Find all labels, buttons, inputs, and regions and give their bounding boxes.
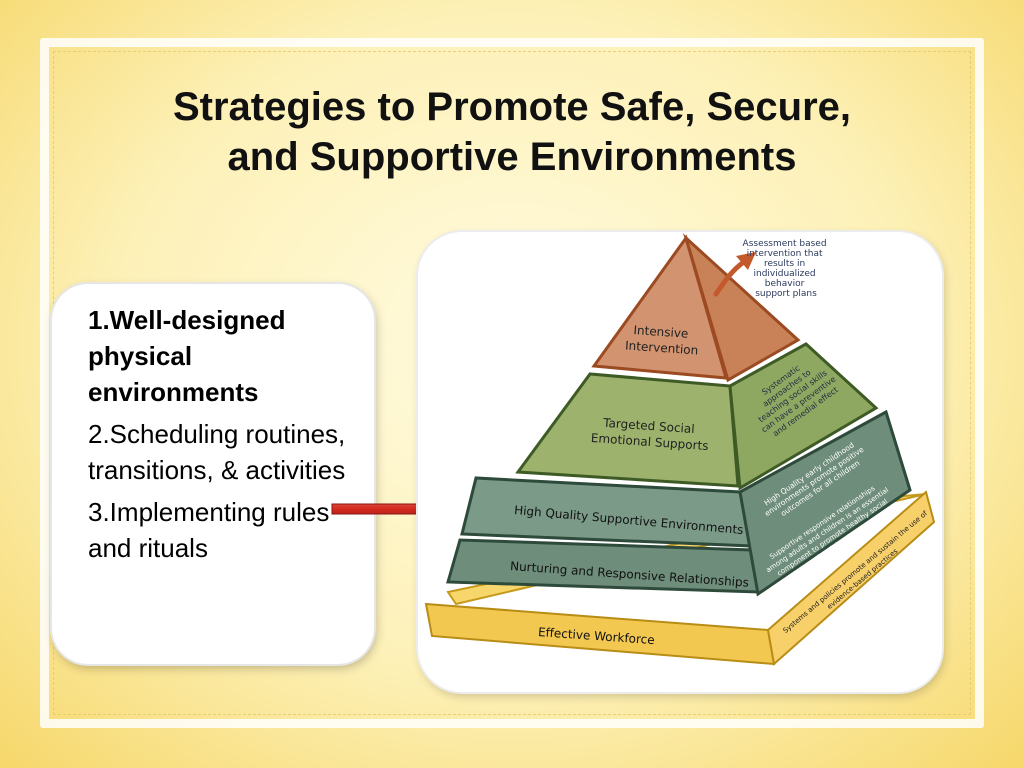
strategy-item-3: 3.Implementing rules and rituals [88,497,330,563]
strategy-item-1: 1.Well-designed physical environments [88,305,286,407]
workforce-side [766,490,936,666]
intensive-label: Intensive Intervention [625,322,700,357]
targeted-side [728,342,879,491]
intensive-side [683,233,801,383]
title-line-1: Strategies to Promote Safe, Secure, [172,85,851,129]
strategy-item-2: 2.Scheduling routines, transitions, & ac… [88,419,346,485]
slide-title: Strategies to Promote Safe, Secure, and … [60,82,964,182]
apex-arrow-head [736,252,756,270]
strategies-list: 1.Well-designed physical environments 2.… [88,302,358,572]
title-line-2: and Supportive Environments [227,135,797,179]
pyramid-diagram: Assessment based intervention that resul… [424,233,936,666]
strategies-card [52,284,374,664]
apex-note: Assessment based intervention that resul… [743,239,830,299]
teal-side [738,409,912,597]
